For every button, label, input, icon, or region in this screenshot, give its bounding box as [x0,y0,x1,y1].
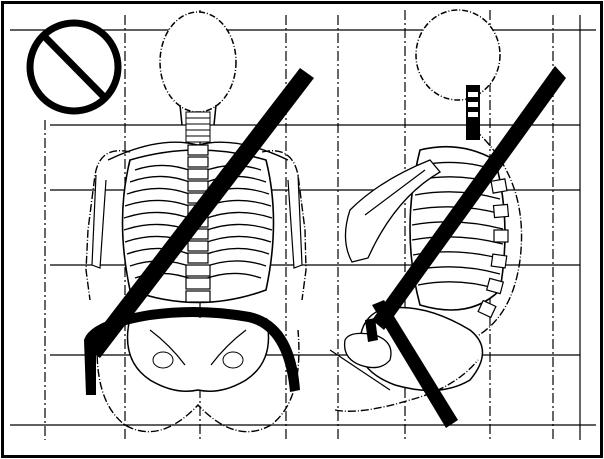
side-skeleton-seatbelt-icon [330,10,566,428]
no-symbol-icon [30,23,118,111]
